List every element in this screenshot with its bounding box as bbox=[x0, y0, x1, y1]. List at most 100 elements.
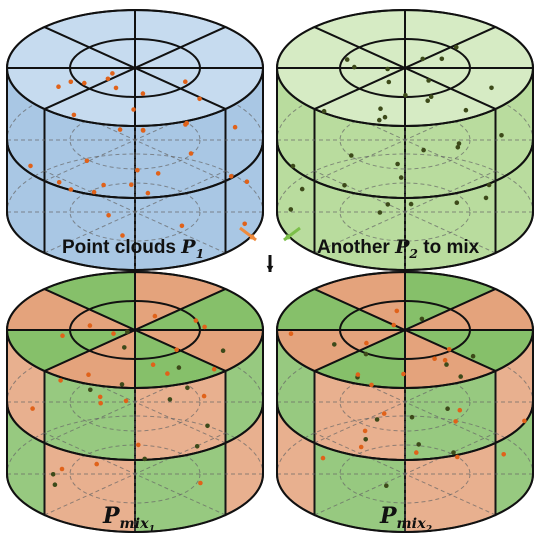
point-dot bbox=[242, 221, 247, 227]
point-dot bbox=[344, 57, 350, 62]
point-dot bbox=[463, 107, 469, 113]
point-dot bbox=[321, 108, 327, 114]
label-p-mix-2: Pmix2 bbox=[380, 503, 432, 535]
point-dot bbox=[299, 186, 305, 192]
arrow-green-head bbox=[284, 233, 291, 240]
point-dot bbox=[358, 444, 364, 450]
label-p2-prefix: Another bbox=[317, 237, 396, 258]
point-dot bbox=[56, 84, 61, 89]
point-dot bbox=[501, 452, 507, 457]
point-dot bbox=[135, 167, 140, 173]
cylinder-point-cloud-p2 bbox=[275, 8, 535, 272]
point-dot bbox=[385, 202, 391, 207]
point-dot bbox=[179, 223, 185, 229]
point-dot bbox=[60, 333, 65, 339]
point-dot bbox=[120, 233, 125, 238]
point-dot bbox=[117, 127, 123, 132]
point-dot bbox=[87, 323, 93, 328]
label-p2-subscript: 2 bbox=[409, 245, 418, 261]
point-dot bbox=[155, 171, 161, 176]
point-dot bbox=[122, 345, 127, 350]
point-dot bbox=[185, 385, 190, 391]
arrow-down-head bbox=[266, 265, 274, 272]
point-dot bbox=[110, 71, 115, 76]
point-dot bbox=[86, 372, 91, 378]
label-p2-symbol: P bbox=[395, 236, 410, 258]
point-dot bbox=[377, 210, 383, 215]
point-dot bbox=[394, 308, 400, 314]
point-dot bbox=[457, 407, 463, 413]
point-dot bbox=[352, 64, 357, 70]
point-dot bbox=[194, 444, 200, 449]
point-dot bbox=[211, 366, 217, 372]
point-dot bbox=[374, 417, 380, 422]
point-dot bbox=[82, 80, 87, 86]
point-dot bbox=[113, 85, 119, 91]
point-dot bbox=[68, 187, 74, 192]
label-mix2-subsubscript: 2 bbox=[425, 524, 433, 535]
point-dot bbox=[244, 179, 250, 184]
top-inner-ring bbox=[339, 300, 471, 360]
inner-spoke bbox=[44, 98, 226, 182]
point-dot bbox=[59, 466, 65, 472]
point-dot bbox=[421, 147, 426, 153]
point-dot bbox=[183, 79, 188, 84]
point-dot bbox=[232, 124, 238, 130]
point-dot bbox=[386, 79, 392, 85]
point-dot bbox=[332, 342, 337, 347]
point-dot bbox=[152, 313, 158, 319]
label-p1-subscript: 1 bbox=[195, 245, 205, 261]
point-dot bbox=[71, 112, 77, 118]
arrow-orange-head bbox=[249, 233, 256, 240]
point-dot bbox=[119, 382, 125, 387]
point-dot bbox=[228, 174, 234, 179]
point-dot bbox=[28, 163, 33, 169]
inner-spoke bbox=[314, 98, 496, 182]
point-dot bbox=[355, 372, 361, 377]
point-dot bbox=[489, 85, 494, 91]
point-dot bbox=[454, 44, 459, 50]
cylinder-mixed-cloud-2 bbox=[275, 270, 535, 534]
point-dot bbox=[369, 382, 374, 388]
point-dot bbox=[432, 356, 437, 362]
point-dot bbox=[364, 340, 369, 346]
point-dot bbox=[401, 371, 406, 377]
point-dot bbox=[98, 400, 103, 406]
point-dot bbox=[445, 406, 450, 412]
label-point-clouds-p1: Point clouds P1 bbox=[62, 236, 204, 261]
label-mix1-symbol: P bbox=[103, 503, 120, 529]
point-dot bbox=[97, 394, 103, 400]
arrow-orange bbox=[239, 226, 257, 242]
top-inner-ring bbox=[69, 38, 201, 98]
point-dot bbox=[201, 393, 207, 399]
point-dot bbox=[150, 362, 156, 368]
point-dot bbox=[362, 428, 368, 434]
point-dot bbox=[140, 91, 146, 96]
point-dot bbox=[439, 56, 445, 62]
label-p-mix-1: Pmix1 bbox=[103, 503, 155, 535]
point-dot bbox=[290, 163, 296, 169]
point-dot bbox=[140, 127, 146, 133]
point-dot bbox=[456, 141, 462, 146]
point-dot bbox=[106, 213, 111, 218]
point-dot bbox=[451, 450, 456, 455]
point-dot bbox=[363, 437, 369, 442]
middle-front-edge bbox=[6, 139, 264, 199]
point-dot bbox=[145, 190, 151, 196]
point-dot bbox=[483, 195, 489, 201]
point-dot bbox=[377, 117, 382, 123]
point-dot bbox=[288, 331, 294, 337]
point-dot bbox=[123, 398, 129, 404]
point-dot bbox=[91, 189, 97, 195]
point-dot bbox=[131, 107, 136, 112]
point-dot bbox=[349, 153, 354, 158]
point-dot bbox=[395, 161, 400, 167]
point-dot bbox=[68, 79, 74, 85]
point-dot bbox=[408, 201, 414, 207]
point-dot bbox=[84, 158, 90, 164]
point-dot bbox=[205, 423, 210, 429]
point-dot bbox=[342, 183, 347, 188]
point-dot bbox=[442, 357, 448, 363]
cylinder-point-cloud-p1 bbox=[5, 8, 265, 272]
point-dot bbox=[425, 98, 431, 103]
